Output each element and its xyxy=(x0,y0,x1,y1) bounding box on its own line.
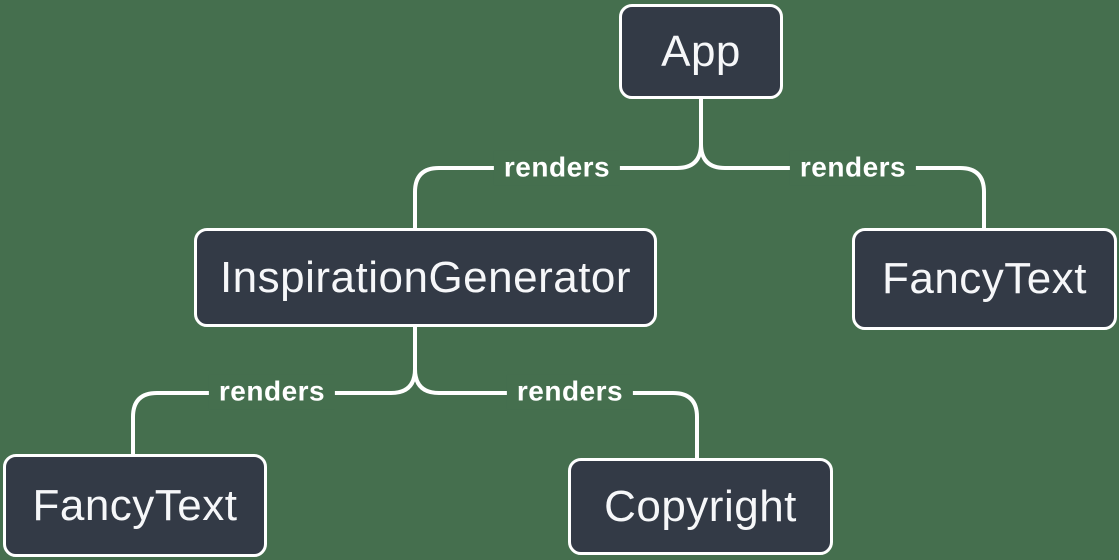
edge-label-renders-inspirationgenerator-fancytext: renders xyxy=(208,374,336,410)
edge-label-renders-app-inspirationgenerator: renders xyxy=(493,150,621,186)
node-app: App xyxy=(619,4,783,99)
node-fancy-text-right-label: FancyText xyxy=(881,254,1087,303)
node-fancy-text-right: FancyText xyxy=(852,228,1117,330)
node-inspiration-generator-label: InspirationGenerator xyxy=(219,252,632,302)
node-fancy-text-left: FancyText xyxy=(3,454,267,557)
node-inspiration-generator: InspirationGenerator xyxy=(194,228,657,327)
node-fancy-text-left-label: FancyText xyxy=(32,480,238,530)
node-copyright-label: Copyright xyxy=(604,481,797,531)
node-app-label: App xyxy=(661,26,741,76)
edge-label-renders-inspirationgenerator-copyright: renders xyxy=(506,374,634,410)
edge-label-renders-app-fancytext: renders xyxy=(789,150,917,186)
node-copyright: Copyright xyxy=(568,458,833,555)
